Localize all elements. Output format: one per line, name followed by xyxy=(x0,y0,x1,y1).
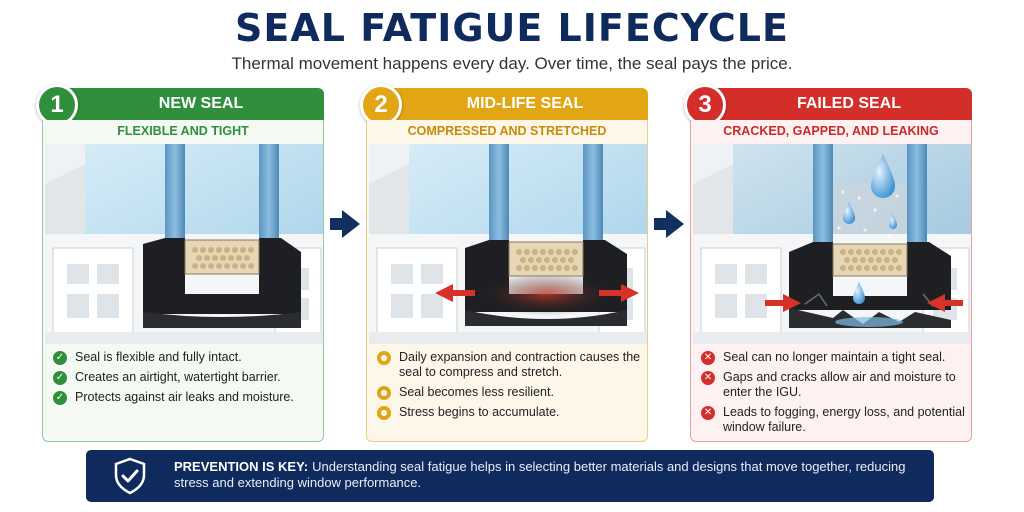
stage-number-badge: 2 xyxy=(360,84,402,126)
stage-header: FAILED SEAL xyxy=(690,88,972,120)
stage-bullet-list: Daily expansion and contraction causes t… xyxy=(377,350,641,425)
window-frame-illustration-mid-life xyxy=(369,144,647,344)
stage-header: NEW SEAL xyxy=(42,88,324,120)
stage-body: COMPRESSED AND STRETCHED xyxy=(366,120,648,442)
pressure-arrow-right-icon xyxy=(927,294,963,312)
stage-caption: FLEXIBLE AND TIGHT xyxy=(117,124,249,138)
list-item: Stress begins to accumulate. xyxy=(377,405,641,420)
stretch-arrow-left-icon xyxy=(435,284,475,302)
window-frame-illustration-new xyxy=(45,144,323,344)
list-item: ✓Creates an airtight, watertight barrier… xyxy=(53,370,317,385)
list-item: Seal becomes less resilient. xyxy=(377,385,641,400)
check-icon: ✓ xyxy=(53,351,67,365)
water-drop-icon xyxy=(835,154,903,327)
stage-card-new-seal: NEW SEAL 1 FLEXIBLE AND TIGHT xyxy=(36,84,324,442)
dot-icon xyxy=(377,406,391,420)
list-item: ✓Seal is flexible and fully intact. xyxy=(53,350,317,365)
shield-check-icon xyxy=(114,457,146,495)
check-icon: ✓ xyxy=(53,371,67,385)
list-item: Daily expansion and contraction causes t… xyxy=(377,350,641,380)
list-item: ✕Gaps and cracks allow air and moisture … xyxy=(701,370,965,400)
stage-body: FLEXIBLE AND TIGHT xyxy=(42,120,324,442)
dot-icon xyxy=(377,351,391,365)
stage-body: CRACKED, GAPPED, AND LEAKING xyxy=(690,120,972,442)
pressure-arrow-left-icon xyxy=(765,294,801,312)
stage-card-failed-seal: FAILED SEAL 3 CRACKED, GAPPED, AND LEAKI… xyxy=(684,84,972,442)
page-subtitle: Thermal movement happens every day. Over… xyxy=(231,54,793,73)
banner-body: Understanding seal fatigue helps in sele… xyxy=(174,459,906,490)
list-item: ✕Seal can no longer maintain a tight sea… xyxy=(701,350,965,365)
window-frame-illustration-failed xyxy=(693,144,971,344)
prevention-banner: PREVENTION IS KEY:Understanding seal fat… xyxy=(86,450,934,502)
x-icon: ✕ xyxy=(701,406,715,420)
list-item: ✓Protects against air leaks and moisture… xyxy=(53,390,317,405)
stretch-arrow-right-icon xyxy=(599,284,639,302)
arrow-right-icon xyxy=(330,210,360,238)
stage-caption: CRACKED, GAPPED, AND LEAKING xyxy=(723,124,939,138)
x-icon: ✕ xyxy=(701,351,715,365)
banner-text: PREVENTION IS KEY:Understanding seal fat… xyxy=(174,459,914,491)
stage-number-badge: 3 xyxy=(684,84,726,126)
dot-icon xyxy=(377,386,391,400)
stage-header: MID-LIFE SEAL xyxy=(366,88,648,120)
stage-bullet-list: ✓Seal is flexible and fully intact. ✓Cre… xyxy=(53,350,317,410)
stage-caption: COMPRESSED AND STRETCHED xyxy=(407,124,607,138)
x-icon: ✕ xyxy=(701,371,715,385)
stage-card-mid-life-seal: MID-LIFE SEAL 2 COMPRESSED AND STRETCHED xyxy=(360,84,648,442)
page-title: SEAL FATIGUE LIFECYCLE xyxy=(235,6,789,50)
list-item: ✕Leads to fogging, energy loss, and pote… xyxy=(701,405,965,435)
arrow-right-icon xyxy=(654,210,684,238)
check-icon: ✓ xyxy=(53,391,67,405)
stage-bullet-list: ✕Seal can no longer maintain a tight sea… xyxy=(701,350,965,440)
banner-label: PREVENTION IS KEY: xyxy=(174,459,309,474)
stage-number-badge: 1 xyxy=(36,84,78,126)
